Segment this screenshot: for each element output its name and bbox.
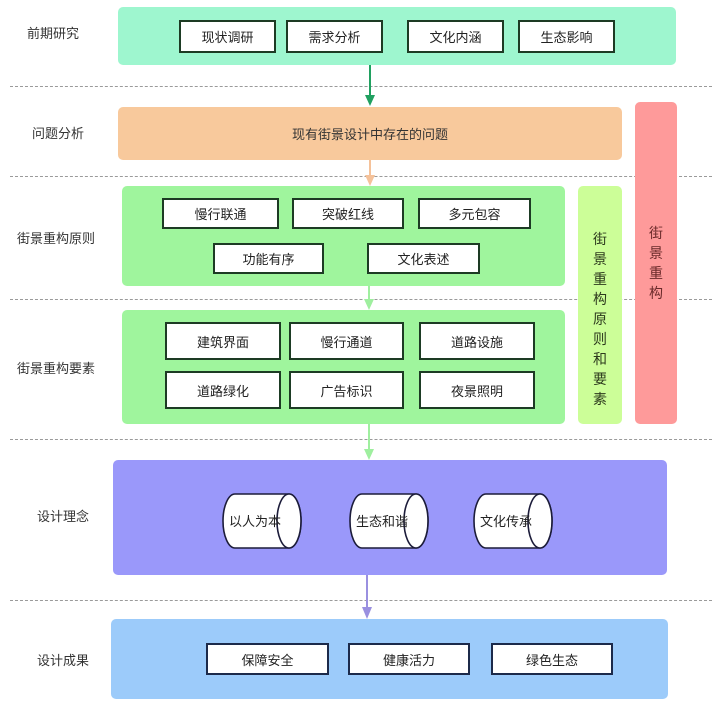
problem-panel: 现有街景设计中存在的问题 xyxy=(118,107,622,160)
principle-item[interactable]: 慢行联通 xyxy=(162,198,279,229)
row-divider xyxy=(10,86,712,87)
element-item[interactable]: 夜景照明 xyxy=(419,371,535,409)
row-label-problem: 问题分析 xyxy=(32,127,85,142)
row-label-elements: 街景重构要素 xyxy=(17,362,96,377)
green-bar-char: 重 xyxy=(593,272,607,288)
restructure-bar: 街景重构 xyxy=(635,102,677,424)
row-divider xyxy=(10,176,712,177)
cylinder-shape xyxy=(349,493,429,549)
concept-cylinder[interactable]: 生态和谐 xyxy=(348,492,429,549)
concept-label: 生态和谐 xyxy=(355,514,408,530)
green-bar-char: 构 xyxy=(593,292,607,308)
row-label-results: 设计成果 xyxy=(37,654,90,669)
cylinder-shape xyxy=(473,493,553,549)
research-item[interactable]: 现状调研 xyxy=(179,20,276,53)
concept-label: 以人为本 xyxy=(228,514,281,530)
principles-elements-bar-text: 街景重构原则和要素 xyxy=(578,230,622,410)
result-item[interactable]: 保障安全 xyxy=(206,643,329,675)
green-bar-char: 街 xyxy=(593,232,607,248)
green-bar-char: 要 xyxy=(593,372,607,388)
green-bar-char: 则 xyxy=(593,332,607,348)
problem-text: 现有街景设计中存在的问题 xyxy=(291,128,448,143)
principle-item[interactable]: 突破红线 xyxy=(292,198,404,229)
green-bar-char: 素 xyxy=(593,392,607,408)
principle-item[interactable]: 功能有序 xyxy=(213,243,324,274)
arrow-elements-to-concept xyxy=(364,424,374,460)
principles-elements-bar: 街景重构原则和要素 xyxy=(578,186,622,424)
green-bar-char: 景 xyxy=(593,252,607,268)
green-bar-char: 原 xyxy=(593,312,607,328)
red-bar-char: 重 xyxy=(649,266,663,282)
arrow-principles-to-elements xyxy=(364,286,374,310)
concept-cylinder[interactable]: 文化传承 xyxy=(472,492,553,549)
row-label-principles: 街景重构原则 xyxy=(17,232,96,247)
result-item[interactable]: 绿色生态 xyxy=(491,643,613,675)
row-divider xyxy=(10,439,712,440)
element-item[interactable]: 道路绿化 xyxy=(165,371,281,409)
red-bar-char: 景 xyxy=(649,246,663,262)
cylinder-shape xyxy=(222,493,302,549)
element-item[interactable]: 建筑界面 xyxy=(165,322,281,360)
principle-item[interactable]: 多元包容 xyxy=(418,198,531,229)
row-label-concept: 设计理念 xyxy=(37,510,90,525)
research-item[interactable]: 文化内涵 xyxy=(407,20,504,53)
arrow-concept-to-results xyxy=(362,575,372,619)
element-item[interactable]: 道路设施 xyxy=(419,322,535,360)
row-divider xyxy=(10,299,712,300)
row-label-research: 前期研究 xyxy=(27,27,80,42)
element-item[interactable]: 慢行通道 xyxy=(289,322,404,360)
result-item[interactable]: 健康活力 xyxy=(348,643,470,675)
arrow-problem-to-principles xyxy=(365,160,375,186)
restructure-bar-text: 街景重构 xyxy=(635,224,677,304)
row-divider xyxy=(10,600,712,601)
concept-label: 文化传承 xyxy=(479,514,532,530)
element-item[interactable]: 广告标识 xyxy=(289,371,404,409)
red-bar-char: 构 xyxy=(649,286,663,302)
principle-item[interactable]: 文化表述 xyxy=(367,243,480,274)
red-bar-char: 街 xyxy=(649,226,663,242)
research-item[interactable]: 生态影响 xyxy=(518,20,615,53)
green-bar-char: 和 xyxy=(593,352,607,368)
concept-cylinder[interactable]: 以人为本 xyxy=(221,492,302,549)
research-item[interactable]: 需求分析 xyxy=(286,20,383,53)
